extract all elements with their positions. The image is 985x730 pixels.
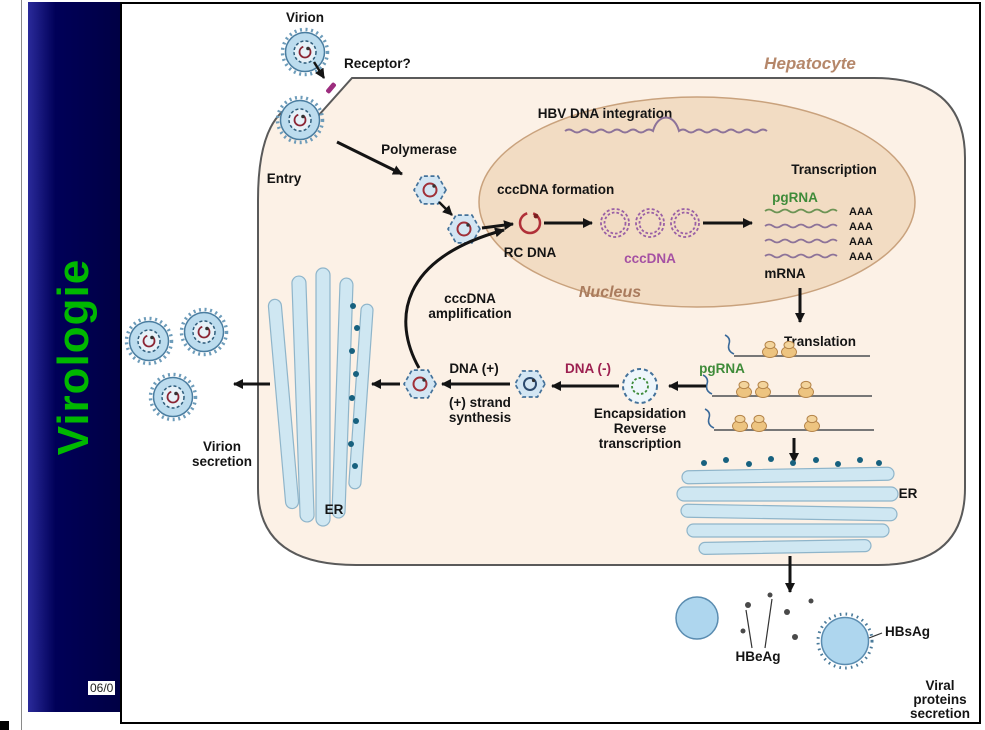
hbeag-dots [740, 592, 814, 640]
pgrna-cytoplasm-label: pgRNA [699, 361, 745, 376]
transcription-label: Transcription [791, 162, 877, 177]
hepatocyte-label: Hepatocyte [764, 54, 856, 73]
capsid-minus-strand [514, 370, 546, 398]
encapsidation-label: Reverse [614, 421, 667, 436]
secreted-virion [124, 316, 174, 366]
protein-secretion: HBeAg HBsAg Viral proteins secretion [675, 556, 970, 721]
virion-secretion-label: Virion [203, 439, 241, 454]
arrow-entry-to-capsid [336, 140, 403, 176]
integrated-dna-squiggle [564, 116, 768, 134]
hbv-dna-integration: HBV DNA integration [538, 106, 768, 134]
translation-label: Translation [784, 334, 856, 349]
er-left-label: ER [325, 502, 344, 517]
arrow-amplification [404, 227, 505, 369]
er-vesicle-dots [701, 456, 882, 467]
er-left: ER [233, 267, 374, 527]
plus-strand-label: (+) strand [449, 395, 511, 410]
entry-label: Entry [267, 171, 302, 186]
hbsag-label: HBsAg [885, 624, 930, 639]
plus-strand-label: synthesis [449, 410, 511, 425]
arrow-capsid-to-capsid [438, 201, 453, 216]
pgrna-transcript [764, 208, 838, 214]
polya-label: AAA [849, 251, 873, 263]
polymerase-dot [533, 213, 539, 219]
hbv-replication-diagram: Hepatocyte Nucleus HBV DNA integration T… [124, 10, 970, 721]
arrow-capsid-to-rcdna [481, 220, 514, 231]
hbsag-pointer [868, 632, 883, 639]
mrna-transcript [764, 223, 838, 229]
ribosome [781, 340, 797, 358]
virion-particle [280, 27, 330, 77]
mrna-transcript [764, 253, 838, 259]
sidebar-title: Virologie [49, 258, 98, 456]
polya-label: AAA [849, 236, 873, 248]
ribosome [762, 340, 778, 358]
mrna-transcript [764, 238, 838, 244]
encapsidation-label: transcription [599, 436, 682, 451]
ribosome [736, 380, 752, 398]
ribosome [798, 380, 814, 398]
cccdna-amplification-label: cccDNA [444, 291, 496, 306]
transcription-block: Transcription pgRNA AAA AAA AAA AAA mRNA [764, 162, 876, 281]
cccdna-formation-label: cccDNA formation [497, 182, 614, 197]
er-right-label: ER [899, 486, 918, 501]
pgrna-nucleus-label: pgRNA [772, 190, 818, 205]
footer-date: 06/0 [88, 681, 116, 695]
sidebar-band: Virologie [28, 2, 120, 712]
dna-plus-label: DNA (+) [449, 361, 498, 376]
viral-proteins-label: Viral [925, 678, 954, 693]
ribosome [732, 414, 748, 432]
polya-label: AAA [849, 221, 873, 233]
ribosome [755, 380, 771, 398]
polya-label: AAA [849, 206, 873, 218]
encapsidation-particle [622, 368, 658, 404]
cccdna-label: cccDNA [624, 251, 676, 266]
entry-pathway: Virion Receptor? Entry Polymerase [267, 10, 514, 244]
secreted-virions: Virion secretion [124, 307, 252, 469]
receptor-label: Receptor? [344, 56, 411, 71]
hbeag-label: HBeAg [735, 649, 780, 664]
secreted-virion [148, 372, 198, 422]
cccdna-formation-block: cccDNA formation RC DNA cccDNA [497, 182, 753, 266]
virion-secretion-label: secretion [192, 454, 252, 469]
hbsag-sphere [816, 612, 874, 670]
nucleus: Nucleus [478, 96, 916, 308]
ribosome [804, 414, 820, 432]
viral-proteins-label: secretion [910, 706, 970, 721]
mrna-label: mRNA [764, 266, 806, 281]
assembly-row: pgRNA Encapsidation Reverse transcriptio… [371, 361, 745, 451]
hbeag-pointer [745, 609, 753, 649]
translation-block: Translation [702, 288, 874, 432]
hbeag-pointer [764, 598, 773, 649]
er-vesicle-dots [348, 303, 360, 469]
er-right: ER [676, 438, 918, 555]
corner-mark [0, 721, 9, 730]
arrow-virion-to-receptor [312, 61, 326, 79]
nucleus-label: Nucleus [579, 284, 641, 301]
encapsidation-label: Encapsidation [594, 406, 686, 421]
dna-minus-label: DNA (-) [565, 361, 611, 376]
virion-label: Virion [286, 10, 324, 25]
rc-dna-label: RC DNA [504, 245, 557, 260]
hbv-dna-integration-label: HBV DNA integration [538, 106, 673, 121]
cccdna-amplification: cccDNA amplification [404, 227, 512, 369]
subviral-sphere [675, 596, 719, 640]
cccdna-amplification-label: amplification [428, 306, 511, 321]
viral-proteins-label: proteins [913, 692, 966, 707]
figure-panel: Hepatocyte Nucleus HBV DNA integration T… [120, 2, 981, 724]
ribosome [751, 414, 767, 432]
slide-edge-line [21, 0, 22, 730]
rc-dna-circle [518, 211, 542, 235]
secreted-virion [179, 307, 229, 357]
polymerase-label: Polymerase [381, 142, 457, 157]
receptor-molecule [326, 82, 336, 94]
